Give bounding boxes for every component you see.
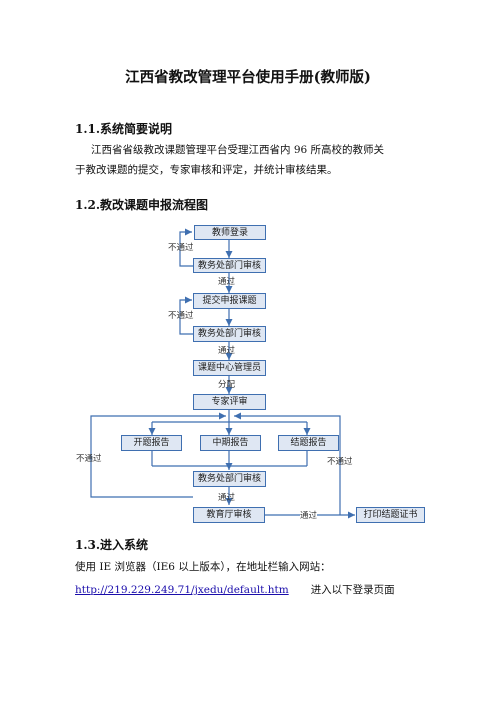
flow-label-fail-1: 不通过 (168, 243, 194, 253)
flow-box-teacher-login: 教师登录 (194, 225, 266, 240)
flow-label-assign: 分配 (218, 380, 236, 390)
flow-box-opening-report: 开题报告 (121, 435, 182, 451)
flow-box-center-admin: 课题中心管理员 (193, 360, 266, 376)
flow-box-dept-review-3: 教务处部门审核 (193, 471, 266, 487)
loop-review3-fail (90, 412, 226, 498)
flow-box-dept-review-1: 教务处部门审核 (193, 258, 266, 273)
flow-box-dept-review-2: 教务处部门审核 (193, 326, 266, 342)
loop-edu-fail (234, 412, 341, 515)
overview-line-1: 江西省省级教改课题管理平台受理江西省内 96 所高校的教师关 (91, 144, 385, 156)
flow-box-edu-dept-review: 教育厅审核 (193, 507, 265, 523)
flow-box-final-report: 结题报告 (278, 435, 339, 451)
enter-system-line-1: 使用 IE 浏览器（IE6 以上版本），在地址栏输入网站： (75, 561, 331, 573)
enter-system-after-link: 进入以下登录页面 (310, 584, 395, 596)
section-heading-flowchart: 1.2.教改课题申报流程图 (75, 198, 209, 212)
flow-label-pass-2: 通过 (218, 346, 236, 356)
flow-label-pass-1: 通过 (218, 277, 236, 287)
system-url-link[interactable]: http://219.229.249.71/jxedu/default.htm (75, 584, 289, 596)
flow-box-print-certificate: 打印结题证书 (356, 507, 425, 523)
flow-label-pass-3: 通过 (218, 493, 236, 503)
flow-box-midterm-report: 中期报告 (200, 435, 261, 451)
document-title: 江西省教改管理平台使用手册(教师版) (125, 69, 371, 86)
flow-box-expert-review: 专家评审 (193, 394, 266, 410)
flow-box-submit-project: 提交申报课题 (193, 293, 266, 309)
overview-line-2: 于教改课题的提交，专家审核和评定，并统计审核结果。 (75, 164, 338, 176)
flow-label-fail-3: 不通过 (76, 454, 102, 464)
flow-label-fail-2: 不通过 (168, 311, 194, 321)
flow-label-pass-4: 通过 (300, 509, 318, 521)
loop-review1-fail (179, 228, 193, 267)
section-heading-overview: 1.1.系统简要说明 (75, 122, 173, 136)
section-heading-enter-system: 1.3.进入系统 (75, 538, 149, 552)
loop-review2-fail (179, 296, 193, 335)
flow-label-fail-4: 不通过 (327, 457, 353, 467)
